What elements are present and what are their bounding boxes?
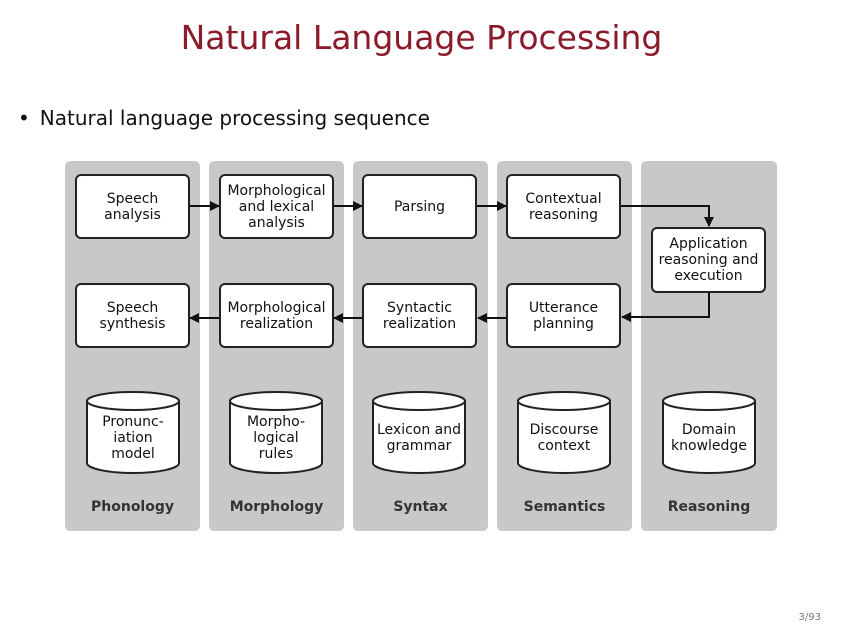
bullet-item: • Natural language processing sequence: [18, 106, 430, 130]
column-label-phonology: Phonology: [91, 499, 174, 515]
bullet-text: Natural language processing sequence: [39, 106, 430, 130]
db-pronunciation-model: Pronunc- iation model: [85, 391, 181, 475]
box-speech-analysis: Speech analysis: [75, 174, 190, 239]
database-icon: [517, 391, 611, 474]
db-discourse-context: Discourse context: [516, 391, 612, 475]
database-icon: [372, 391, 466, 474]
arrow-application-to-utterance: [621, 292, 710, 322]
page-number: 3/93: [798, 612, 821, 623]
database-icon: [229, 391, 323, 474]
slide-title: Natural Language Processing: [180, 18, 663, 57]
database-icon: [86, 391, 180, 474]
bullet-dot-icon: •: [18, 106, 30, 130]
arrow-contextual-to-application: [621, 205, 714, 227]
box-morphological-realization: Morphological realization: [219, 283, 334, 348]
column-label-reasoning: Reasoning: [667, 499, 751, 515]
box-syntactic-realization: Syntactic realization: [362, 283, 477, 348]
column-label-morphology: Morphology: [229, 499, 324, 515]
db-morphological-rules: Morpho- logical rules: [228, 391, 324, 475]
box-speech-synthesis: Speech synthesis: [75, 283, 190, 348]
db-discourse-label: Discourse context: [529, 422, 599, 454]
db-morpho-rules-label: Morpho- logical rules: [246, 414, 306, 462]
box-contextual-reasoning: Contextual reasoning: [506, 174, 621, 239]
db-lexicon-grammar: Lexicon and grammar: [371, 391, 467, 475]
box-utterance-planning: Utterance planning: [506, 283, 621, 348]
db-domain-knowledge: Domain knowledge: [661, 391, 757, 475]
column-label-semantics: Semantics: [523, 499, 606, 515]
box-morphological-lexical-analysis: Morphological and lexical analysis: [219, 174, 334, 239]
db-pronunciation-label: Pronunc- iation model: [102, 414, 164, 462]
db-domain-label: Domain knowledge: [671, 422, 747, 454]
database-icon: [662, 391, 756, 474]
column-label-syntax: Syntax: [393, 499, 448, 515]
box-application-reasoning: Application reasoning and execution: [651, 227, 766, 293]
db-lexicon-label: Lexicon and grammar: [376, 422, 462, 454]
box-parsing: Parsing: [362, 174, 477, 239]
